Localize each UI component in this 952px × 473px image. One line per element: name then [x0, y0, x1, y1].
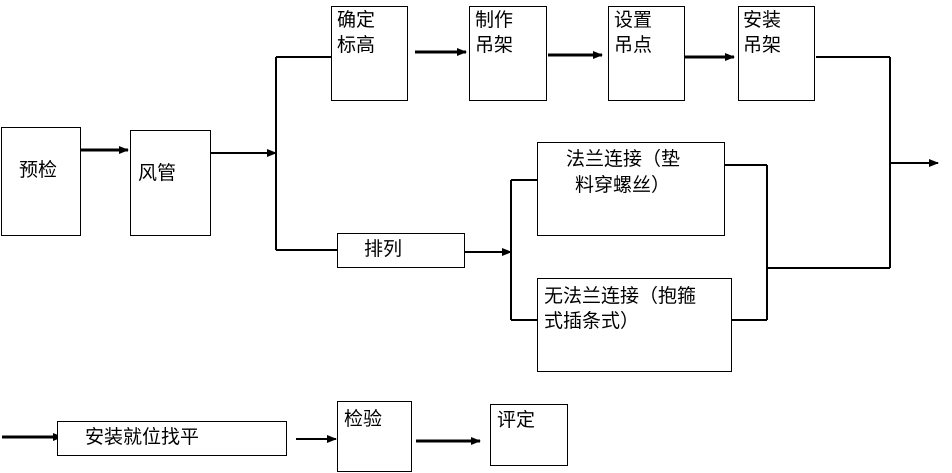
- step-box-position-level: 安装就位找平: [57, 421, 287, 456]
- step-label-arrange: 排列: [364, 238, 403, 260]
- step-box-duct: 风管: [130, 130, 211, 236]
- step-label-installhanger-line2: 吊架: [743, 34, 782, 56]
- step-label-flangeless-line2: 式插条式）: [544, 310, 640, 332]
- step-label-test: 检验: [344, 408, 383, 430]
- step-box-flangeless: 无法兰连接（抱箍 式插条式）: [537, 278, 732, 372]
- step-label-flange-line1: 法兰连接（垫: [566, 148, 681, 170]
- step-label-fabricate-line1: 制作: [475, 9, 514, 31]
- step-box-fabricate: 制作 吊架: [469, 6, 547, 101]
- step-box-evaluate: 评定: [490, 404, 568, 466]
- step-box-arrange: 排列: [337, 233, 465, 268]
- step-box-hangpoint: 设置 吊点: [608, 6, 685, 101]
- step-box-installhanger: 安装 吊架: [738, 6, 815, 101]
- step-label-duct: 风管: [138, 162, 177, 184]
- step-box-flange: 法兰连接（垫 料穿螺丝）: [537, 142, 725, 236]
- step-label-inspect: 预检: [19, 159, 58, 181]
- step-label-elevation-line1: 确定: [337, 9, 376, 31]
- step-label-elevation-line2: 标高: [337, 34, 376, 56]
- step-label-hangpoint-line2: 吊点: [614, 34, 653, 56]
- step-box-test: 检验: [337, 401, 412, 472]
- step-label-fabricate-line2: 吊架: [475, 34, 514, 56]
- step-label-flange-line2: 料穿螺丝）: [575, 174, 671, 196]
- step-box-elevation: 确定 标高: [331, 6, 408, 101]
- step-label-hangpoint-line1: 设置: [614, 9, 653, 31]
- step-label-installhanger-line1: 安装: [743, 9, 782, 31]
- step-box-inspect: 预检: [1, 127, 81, 236]
- step-label-evaluate: 评定: [497, 409, 536, 431]
- step-label-flangeless-line1: 无法兰连接（抱箍: [544, 285, 697, 307]
- step-label-position-level: 安装就位找平: [85, 426, 200, 448]
